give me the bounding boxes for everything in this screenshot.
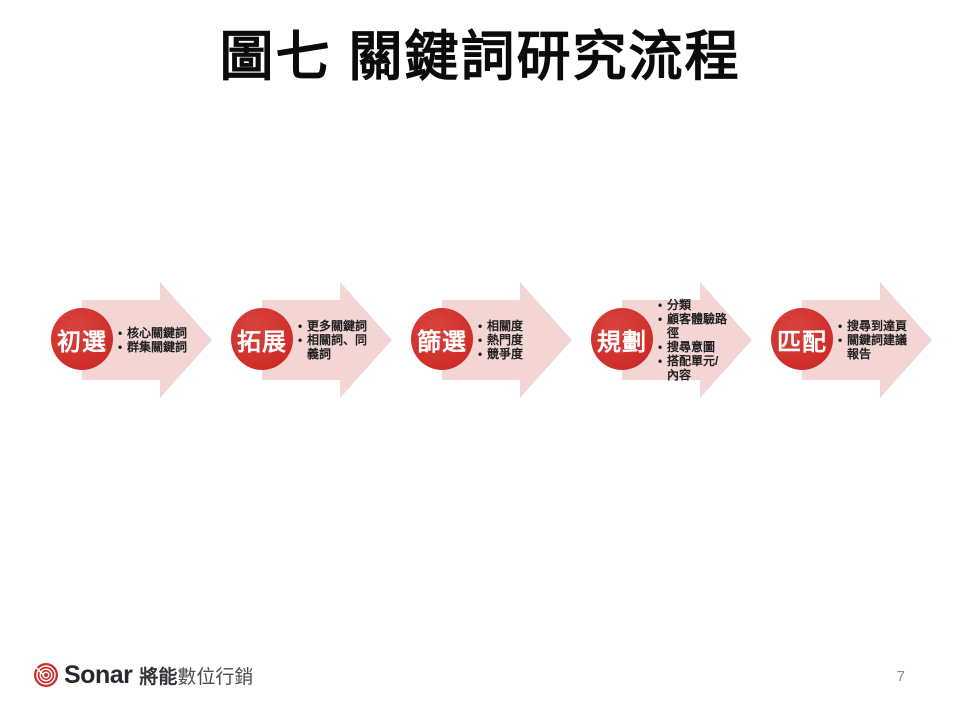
bullet-marker: • <box>658 312 663 326</box>
step-bullet-list: • 核心關鍵詞 • 群集關鍵詞 <box>118 270 196 410</box>
bullet-item: • 更多關鍵詞 <box>298 319 376 333</box>
step-bullet-list: • 搜尋到達頁 • 關鍵詞建議報告 <box>838 270 916 410</box>
page-title: 圖七 關鍵詞研究流程 <box>219 27 741 87</box>
bullet-item: • 熱門度 <box>478 333 556 347</box>
step-circle: 拓展 <box>231 308 293 370</box>
sonar-spiral-icon <box>34 663 58 687</box>
bullet-item: • 核心關鍵詞 <box>118 326 196 340</box>
bullet-marker: • <box>478 319 483 333</box>
company-name-bold: 將能 <box>139 666 178 688</box>
bullet-marker: • <box>118 340 123 354</box>
step-circle: 規劃 <box>591 308 653 370</box>
step-circle: 篩選 <box>411 308 473 370</box>
bullet-item: • 關鍵詞建議報告 <box>838 333 916 361</box>
bullet-text: 分類 <box>667 298 692 312</box>
bullet-item: • 顧客體驗路徑 <box>658 312 736 340</box>
bullet-marker: • <box>478 333 483 347</box>
process-flow-diagram: 初選•核心關鍵詞•群集關鍵詞拓展•更多關鍵詞•相關詞、同義詞篩選•相關度•熱門度… <box>0 270 960 410</box>
bullet-item: • 搜尋到達頁 <box>838 319 916 333</box>
step-bullet-list: • 相關度 • 熱門度 • 競爭度 <box>478 270 556 410</box>
bullet-item: • 相關度 <box>478 319 556 333</box>
bullet-text: 核心關鍵詞 <box>127 326 188 340</box>
sonar-logo: Sonar 將能 數位行銷 <box>33 660 253 690</box>
bullet-marker: • <box>298 333 303 347</box>
bullet-marker: • <box>298 319 303 333</box>
step-circle: 匹配 <box>771 308 833 370</box>
bullet-marker: • <box>658 298 663 312</box>
flow-step-4: 規劃 • 分類 • 顧客體驗路徑 • 搜尋意圖 • 搭配單元/內容 <box>591 270 776 410</box>
bullet-marker: • <box>838 333 843 347</box>
bullet-item: • 搭配單元/內容 <box>658 354 736 382</box>
bullet-text: 競爭度 <box>487 347 524 361</box>
bullet-item: • 群集關鍵詞 <box>118 340 196 354</box>
bullet-text: 熱門度 <box>487 333 524 347</box>
flow-step-2: 拓展 • 更多關鍵詞 • 相關詞、同義詞 <box>231 270 416 410</box>
company-name: 數位行銷 <box>177 666 254 688</box>
bullet-text: 搜尋到達頁 <box>847 319 908 333</box>
bullet-item: • 相關詞、同義詞 <box>298 333 376 361</box>
bullet-marker: • <box>658 340 663 354</box>
bullet-marker: • <box>658 354 663 368</box>
bullet-text: 關鍵詞建議報告 <box>847 333 908 361</box>
step-bullet-list: • 分類 • 顧客體驗路徑 • 搜尋意圖 • 搭配單元/內容 <box>658 270 736 410</box>
page-number: 7 <box>896 668 905 685</box>
step-bullet-list: • 更多關鍵詞 • 相關詞、同義詞 <box>298 270 376 410</box>
bullet-text: 更多關鍵詞 <box>307 319 368 333</box>
bullet-text: 相關詞、同義詞 <box>307 333 368 361</box>
logo-text: Sonar <box>64 660 133 689</box>
flow-step-1: 初選 • 核心關鍵詞 • 群集關鍵詞 <box>51 270 236 410</box>
bullet-item: • 分類 <box>658 298 736 312</box>
bullet-item: • 競爭度 <box>478 347 556 361</box>
bullet-text: 搜尋意圖 <box>667 340 716 354</box>
bullet-marker: • <box>838 319 843 333</box>
bullet-marker: • <box>478 347 483 361</box>
flow-step-3: 篩選 • 相關度 • 熱門度 • 競爭度 <box>411 270 596 410</box>
bullet-text: 群集關鍵詞 <box>127 340 188 354</box>
bullet-text: 相關度 <box>487 319 524 333</box>
step-circle: 初選 <box>51 308 113 370</box>
bullet-marker: • <box>118 326 123 340</box>
flow-step-5: 匹配 • 搜尋到達頁 • 關鍵詞建議報告 <box>771 270 956 410</box>
bullet-text: 搭配單元/內容 <box>667 354 719 382</box>
bullet-text: 顧客體驗路徑 <box>667 312 728 340</box>
bullet-item: • 搜尋意圖 <box>658 340 736 354</box>
